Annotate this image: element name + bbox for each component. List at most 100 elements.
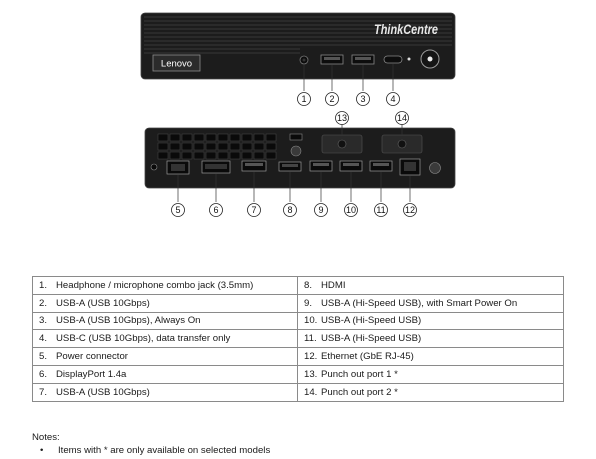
callout-7: 7 [247,203,261,217]
ethernet-port-icon [399,158,421,176]
usb-a-port-icon [241,160,267,172]
table-cell: 6. DisplayPort 1.4a [32,364,298,384]
table-row: 4. USB-C (USB 10Gbps), data transfer only… [32,329,564,349]
ports-table: 1. Headphone / microphone combo jack (3.5… [32,276,564,402]
svg-text:13: 13 [337,113,347,123]
usb-a-port-icon [309,160,333,172]
item-number: 14. [304,386,318,398]
item-number: 8. [304,279,313,291]
item-label: USB-A (Hi-Speed USB) [321,315,422,327]
table-row: 5. Power connector 12.Ethernet (GbE RJ-45… [32,347,564,366]
callout-5: 5 [171,203,185,217]
kensington-slot-icon [289,133,303,141]
item-number: 10. [304,315,318,327]
callout-2: 2 [325,92,339,106]
front-logo-text: Lenovo [161,59,192,70]
notes-list-item: • Items with * are only available on sele… [40,445,270,456]
item-label: USB-A (USB 10Gbps), Always On [56,315,201,327]
table-cell: 13.Punch out port 1 * [297,364,564,384]
item-label: USB-C (USB 10Gbps), data transfer only [56,333,231,345]
callout-12: 12 [403,203,417,217]
table-cell: 1. Headphone / microphone combo jack (3.5… [32,276,298,295]
item-number: 6. [39,368,48,380]
table-cell: 2. USB-A (USB 10Gbps) [32,293,298,313]
item-label: USB-A (Hi-Speed USB), with Smart Power O… [321,297,518,309]
note-text: Items with * are only available on selec… [58,445,271,456]
status-led-icon [407,57,411,61]
table-cell: 9. USB-A (Hi-Speed USB), with Smart Power… [297,293,564,313]
lock-loop-icon [150,163,158,171]
svg-text:4: 4 [390,94,395,104]
headphone-jack-icon [299,55,309,65]
table-row: 3. USB-A (USB 10Gbps), Always On 10.USB-A… [32,311,564,331]
item-number: 13. [304,368,318,380]
item-number: 5. [39,351,48,363]
callout-11: 11 [374,203,388,217]
table-cell: 12.Ethernet (GbE RJ-45) [297,347,564,366]
svg-text:14: 14 [397,113,407,123]
usb-c-port-icon [383,55,403,64]
callout-10: 10 [344,203,358,217]
item-number: 7. [39,386,48,398]
callout-1: 1 [297,92,311,106]
front-view: Lenovo ThinkCentre [140,12,456,91]
svg-text:11: 11 [376,205,385,215]
table-cell: 7. USB-A (USB 10Gbps) [32,382,298,402]
svg-text:1: 1 [301,94,306,104]
item-label: Punch out port 1 * [321,368,398,380]
rear-vent-grid [157,133,277,160]
notes-title: Notes: [32,432,60,443]
item-label: USB-A (USB 10Gbps) [56,386,150,398]
svg-text:10: 10 [346,205,356,215]
item-number: 9. [304,297,313,309]
svg-text:2: 2 [329,94,334,104]
screw-icon [290,145,302,157]
punch-out-port-2-icon [381,134,423,154]
callout-8: 8 [283,203,297,217]
table-cell: 10.USB-A (Hi-Speed USB) [297,311,564,331]
svg-text:5: 5 [175,205,180,215]
usb-a-port-icon [339,160,363,172]
item-label: DisplayPort 1.4a [56,368,127,380]
item-number: 12. [304,351,318,363]
svg-text:3: 3 [360,94,365,104]
item-label: USB-A (USB 10Gbps) [56,297,150,309]
svg-text:7: 7 [251,205,256,215]
table-row: 2. USB-A (USB 10Gbps) 9. USB-A (Hi-Speed U… [32,293,564,313]
item-number: 2. [39,297,48,309]
table-cell: 5. Power connector [32,347,298,366]
bullet-icon: • [40,445,44,456]
svg-text:9: 9 [318,205,323,215]
screw-icon [429,162,441,174]
item-label: Punch out port 2 * [321,386,398,398]
table-row: 1. Headphone / microphone combo jack (3.5… [32,276,564,295]
item-number: 4. [39,333,48,345]
product-figure: Lenovo ThinkCentre [140,12,456,217]
item-number: 1. [39,279,48,291]
punch-out-port-1-icon [321,134,363,154]
svg-text:6: 6 [213,205,218,215]
item-number: 3. [39,315,48,327]
usb-a-port-icon [369,160,393,172]
item-number: 11. [304,333,317,345]
svg-text:12: 12 [405,205,415,215]
table-cell: 11. USB-A (Hi-Speed USB) [297,329,564,349]
item-label: Power connector [56,351,128,363]
power-connector-icon [166,160,190,175]
table-cell: 8. HDMI [297,276,564,295]
callout-13: 13 [335,111,349,125]
table-cell: 4. USB-C (USB 10Gbps), data transfer only [32,329,298,349]
table-cell: 14.Punch out port 2 * [297,382,564,402]
item-label: USB-A (Hi-Speed USB) [321,333,422,345]
svg-text:8: 8 [287,205,292,215]
table-cell: 3. USB-A (USB 10Gbps), Always On [32,311,298,331]
brand-text: ThinkCentre [374,21,438,37]
callout-6: 6 [209,203,223,217]
callout-3: 3 [356,92,370,106]
callout-14: 14 [395,111,409,125]
item-label: Headphone / microphone combo jack (3.5mm… [56,279,254,291]
item-label: HDMI [321,279,346,291]
table-row: 7. USB-A (USB 10Gbps) 14.Punch out port 2… [32,382,564,402]
displayport-icon [201,160,231,174]
hdmi-port-icon [278,161,302,172]
